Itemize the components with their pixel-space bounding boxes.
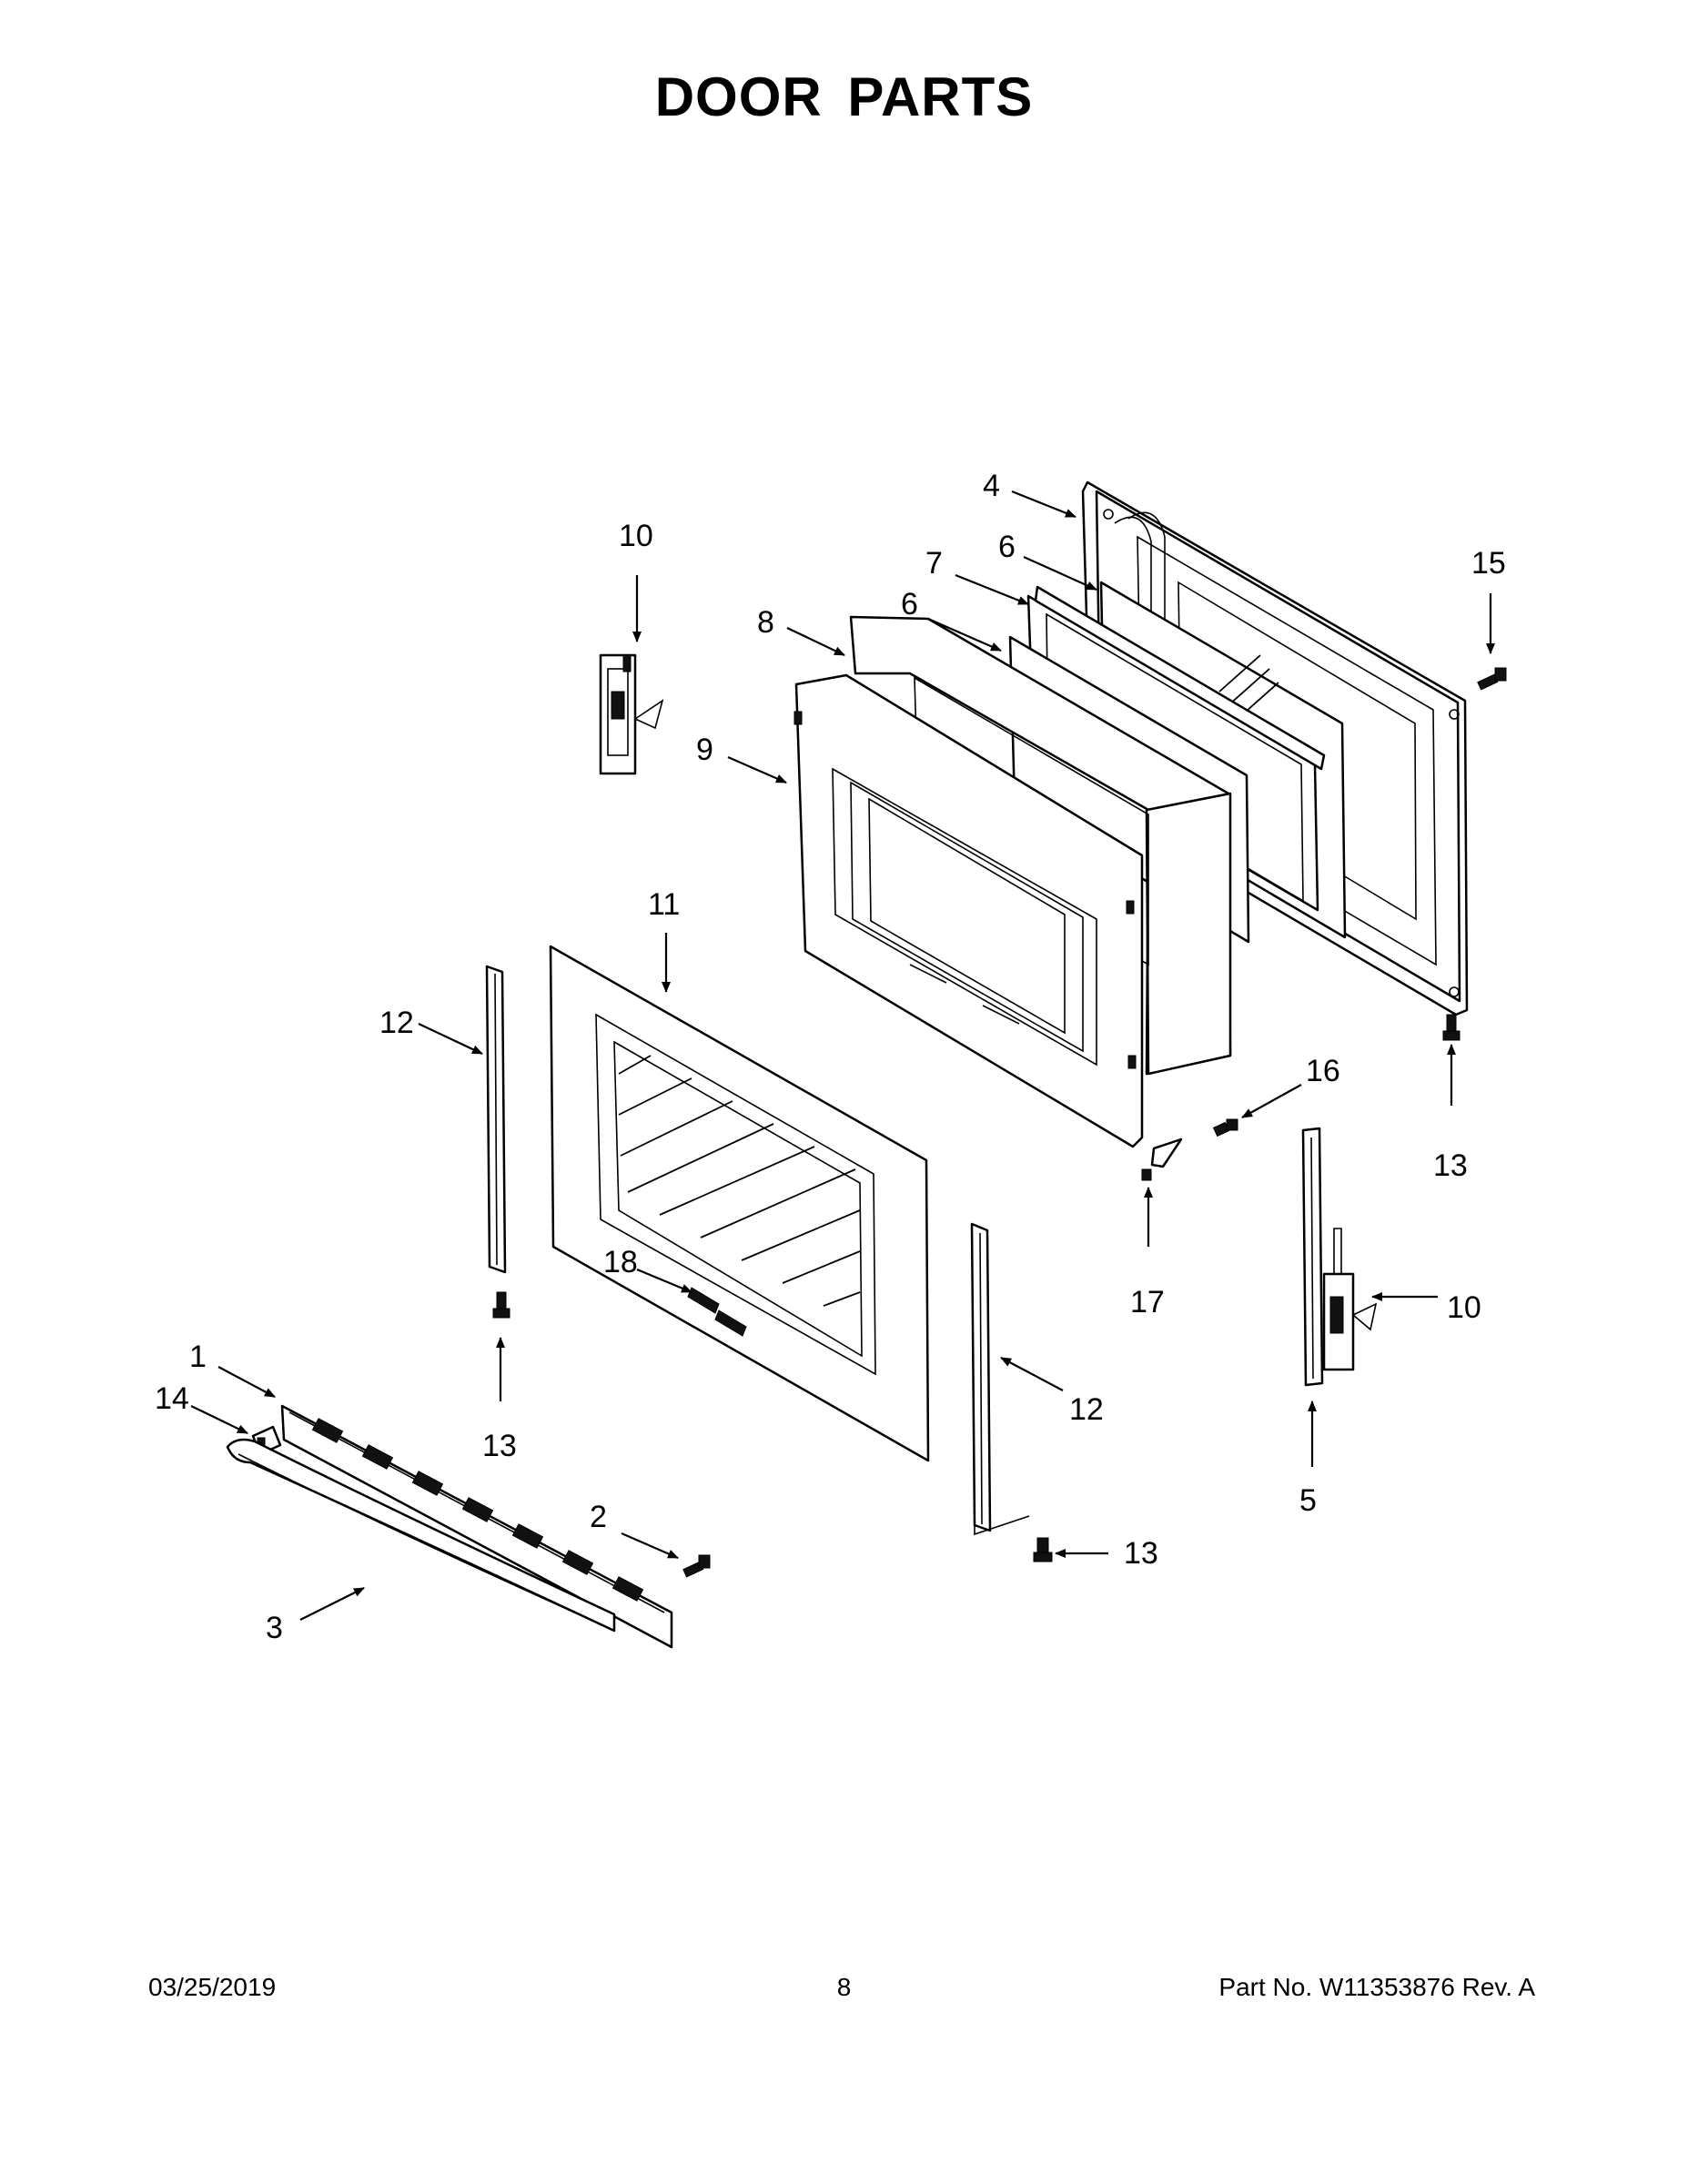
callout-10: 10 xyxy=(619,519,653,553)
footer-page-number: 8 xyxy=(836,1973,852,2001)
footer-part-number: Part No. W11353876 Rev. A xyxy=(1218,1973,1535,2001)
screw-13-bottom xyxy=(1033,1537,1053,1562)
callout-5: 5 xyxy=(1299,1483,1317,1518)
callout-12: 12 xyxy=(1069,1392,1104,1427)
callout-6: 6 xyxy=(998,530,1016,564)
screw-13-left xyxy=(492,1291,510,1319)
callout-labels: 4 10 7 6 6 15 8 9 11 12 16 13 17 18 10 1… xyxy=(155,469,1506,1645)
door-glass-hatching xyxy=(618,1055,861,1307)
leader-lines xyxy=(190,490,1495,1621)
part-inner-door-liner xyxy=(793,673,1144,1148)
part-hinge-right xyxy=(1322,1228,1378,1371)
callout-9: 9 xyxy=(696,733,713,767)
screw-16 xyxy=(1212,1118,1238,1138)
page-title: DOOR PARTS xyxy=(654,66,1034,127)
part-bracket xyxy=(1141,1138,1183,1181)
part-outer-door-glass xyxy=(549,945,930,1462)
callout-2: 2 xyxy=(590,1500,607,1534)
vent-slots xyxy=(311,1418,644,1602)
screw-2 xyxy=(682,1554,711,1578)
callout-13: 13 xyxy=(1124,1536,1158,1571)
callout-11: 11 xyxy=(648,887,680,922)
screw-15 xyxy=(1477,667,1507,691)
callout-16: 16 xyxy=(1306,1054,1340,1088)
callout-15: 15 xyxy=(1471,546,1506,581)
callout-12: 12 xyxy=(379,1006,414,1040)
part-hinge-left xyxy=(599,653,664,775)
part-side-trim-left xyxy=(485,965,507,1274)
callout-3: 3 xyxy=(266,1611,283,1645)
callout-18: 18 xyxy=(603,1245,638,1279)
callout-8: 8 xyxy=(757,605,774,640)
callout-14: 14 xyxy=(155,1381,189,1416)
callout-7: 7 xyxy=(925,546,943,581)
part-side-trim-right xyxy=(970,1222,1030,1536)
part-vent-trim xyxy=(280,1404,673,1649)
callout-1: 1 xyxy=(189,1340,207,1374)
brand-badge xyxy=(687,1287,747,1337)
callout-13: 13 xyxy=(1433,1148,1468,1183)
part-hinge-rod xyxy=(1301,1127,1324,1387)
callout-17: 17 xyxy=(1130,1285,1165,1320)
screw-13-right xyxy=(1442,1014,1461,1041)
callout-4: 4 xyxy=(983,469,1000,503)
part-door-handle xyxy=(226,1438,616,1633)
part-insulation xyxy=(849,615,1232,1076)
callout-6: 6 xyxy=(901,587,918,622)
callout-10: 10 xyxy=(1447,1290,1481,1325)
footer-date: 03/25/2019 xyxy=(148,1973,277,2001)
callout-13: 13 xyxy=(482,1429,517,1463)
